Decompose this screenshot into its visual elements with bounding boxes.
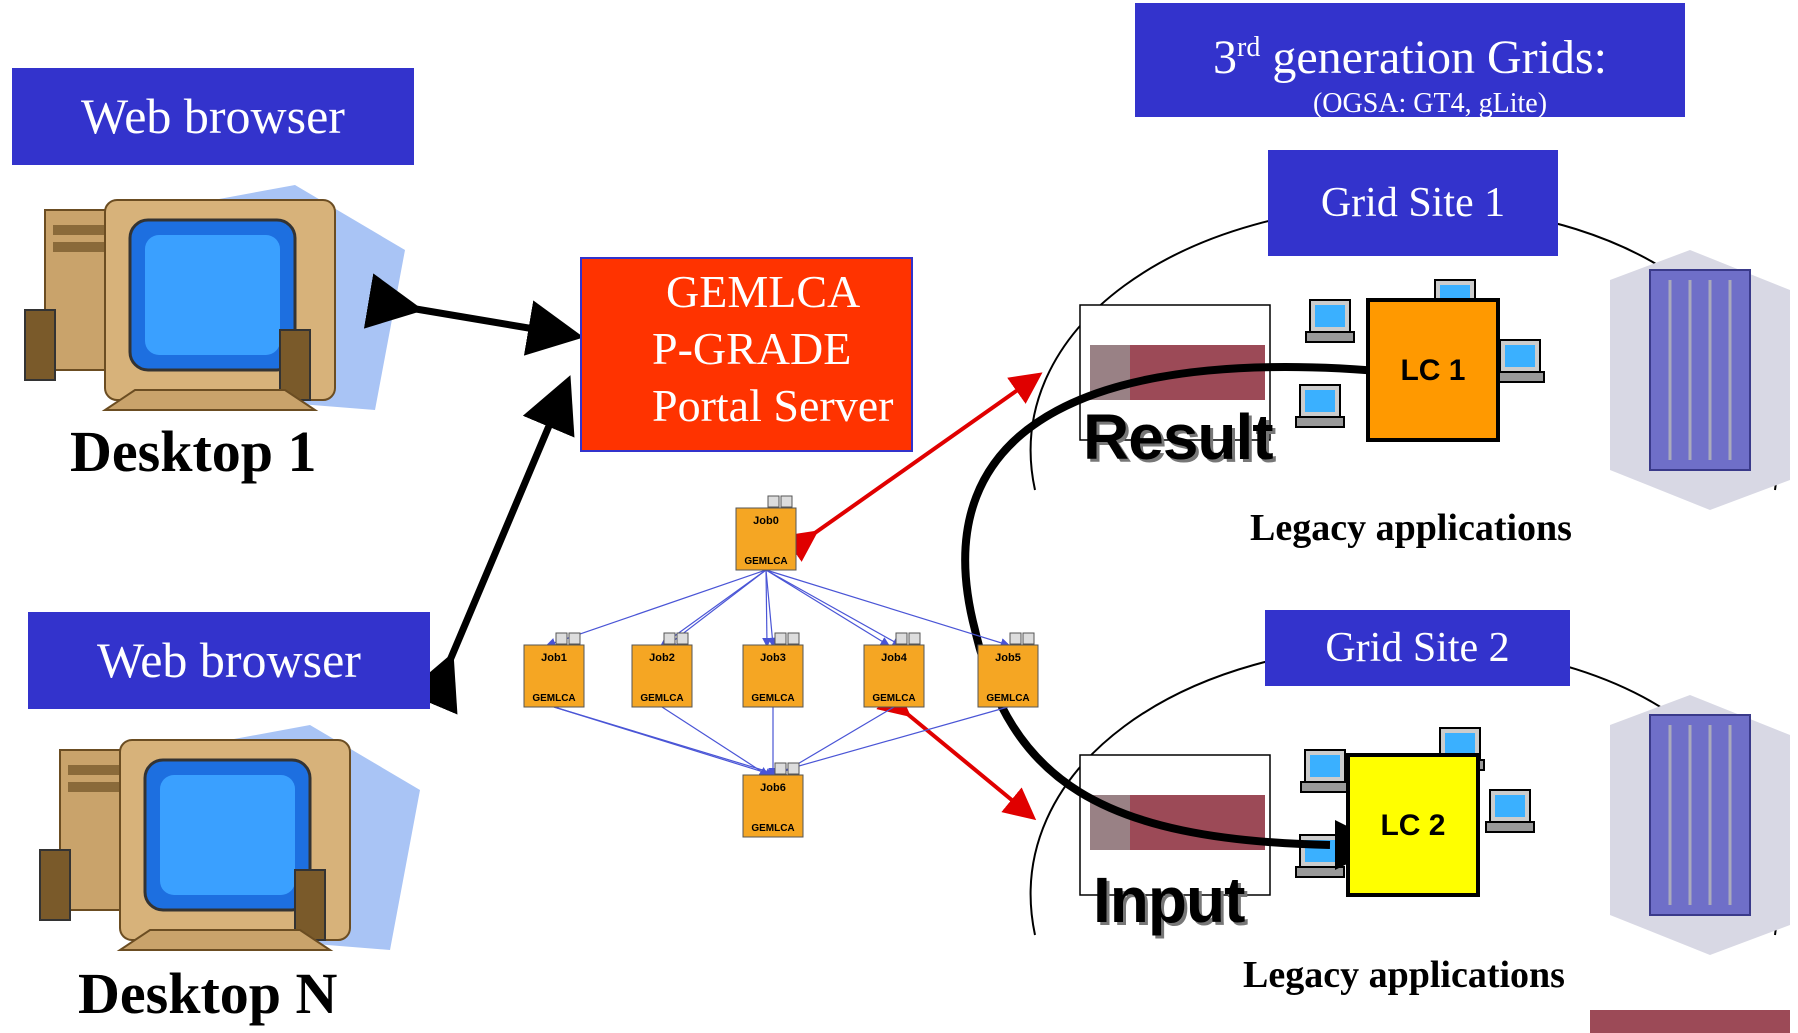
workflow-port [676, 632, 689, 645]
workflow-edge [764, 706, 1009, 778]
input-result-flow-arrow [961, 363, 1421, 849]
workflow-port [568, 632, 581, 645]
grids-title-box: 3rd generation Grids: (OGSA: GT4, gLite) [1135, 3, 1685, 119]
workflow-edge [762, 569, 772, 648]
workflow-port [663, 632, 676, 645]
workflow-job-tag: GEMLCA [751, 693, 794, 704]
workflow-job-name: Job0 [753, 515, 779, 527]
workflow-port [1009, 632, 1022, 645]
lc-2-label: LC 2 [1380, 809, 1445, 842]
workflow-port [895, 632, 908, 645]
workflow-job-tag: GEMLCA [872, 693, 915, 704]
workflow-job-box [523, 644, 585, 708]
workflow-job-name: Job4 [881, 652, 908, 664]
workflow-edge [765, 569, 1011, 648]
grids-title-sup: rd [1237, 32, 1261, 63]
result-label: Result [1083, 401, 1274, 473]
grid-site-2-label: Grid Site 2 [1265, 610, 1570, 686]
desktop-1-label: Desktop 1 [70, 419, 317, 484]
web-browser-label-1: Web browser [12, 68, 414, 165]
workflow-graph: Job0GEMLCAJob1GEMLCAJob2GEMLCAJob3GEMLCA… [523, 495, 1039, 838]
lc-1-box [1366, 298, 1500, 442]
workflow-port [780, 495, 793, 508]
workflow-port [1022, 632, 1035, 645]
grid-site-1-label: Grid Site 1 [1268, 150, 1558, 256]
legacy-applications-label-2: Legacy applications [1243, 954, 1565, 996]
workflow-port [767, 495, 780, 508]
workflow-job-name: Job3 [760, 652, 786, 664]
legacy-applications-label-1: Legacy applications [1250, 507, 1572, 549]
desktop-1-computer-icon [23, 183, 407, 412]
workflow-job-tag: GEMLCA [640, 693, 683, 704]
input-label: Input [1093, 864, 1245, 936]
job0-site1-arrow [783, 372, 1043, 562]
workflow-job-tag: GEMLCA [986, 693, 1029, 704]
workflow-job-box [742, 774, 804, 838]
workflow-edge [545, 569, 767, 648]
grids-title-prefix: 3 [1213, 31, 1238, 84]
workflow-job-name: Job2 [649, 652, 675, 664]
workflow-job-box [977, 644, 1039, 708]
workflow-job-box [631, 644, 693, 708]
workflow-job-box [742, 644, 804, 708]
workflow-job-name: Job1 [541, 652, 567, 664]
portal-line-2: P-GRADE [652, 323, 852, 374]
lc-1-label: LC 1 [1400, 354, 1465, 387]
web-browser-label-n: Web browser [28, 612, 430, 709]
workflow-job-tag: GEMLCA [532, 693, 575, 704]
portal-line-1: GEMLCA [666, 266, 861, 317]
grids-subtitle: (OGSA: GT4, gLite) [1312, 88, 1548, 119]
workflow-job-box [863, 644, 925, 708]
grids-title-rest: generation Grids: [1260, 31, 1607, 84]
workflow-edge [765, 569, 891, 647]
workflow-port [555, 632, 568, 645]
portal-server-box: GEMLCA P-GRADE Portal Server [580, 257, 913, 452]
lc-2-box [1346, 753, 1480, 897]
workflow-edge [553, 706, 776, 778]
gemlca-puzzle-corner-icon [1590, 1010, 1790, 1033]
workflow-port [908, 632, 921, 645]
workflow-port [774, 632, 787, 645]
workflow-port [787, 632, 800, 645]
workflow-edge [765, 569, 778, 648]
grid-site-1-server-icon [1608, 248, 1792, 512]
job4-site2-arrow [876, 684, 1037, 821]
desktop-n-computer-icon [38, 723, 422, 952]
portal-line-3: Portal Server [652, 380, 894, 431]
desktop1-portal-arrow [363, 273, 584, 356]
desktop-n-label: Desktop N [78, 961, 338, 1026]
workflow-job-tag: GEMLCA [751, 823, 794, 834]
grid-site-2-server-icon [1608, 693, 1792, 957]
workflow-edge [765, 569, 903, 647]
workflow-edge [661, 706, 770, 777]
workflow-job-name: Job6 [760, 782, 786, 794]
workflow-job-box [735, 507, 797, 571]
workflow-port [774, 762, 787, 775]
desktopN-portal-arrow [405, 375, 575, 715]
workflow-job-name: Job5 [995, 652, 1021, 664]
workflow-job-tag: GEMLCA [744, 556, 787, 567]
workflow-port [787, 762, 800, 775]
